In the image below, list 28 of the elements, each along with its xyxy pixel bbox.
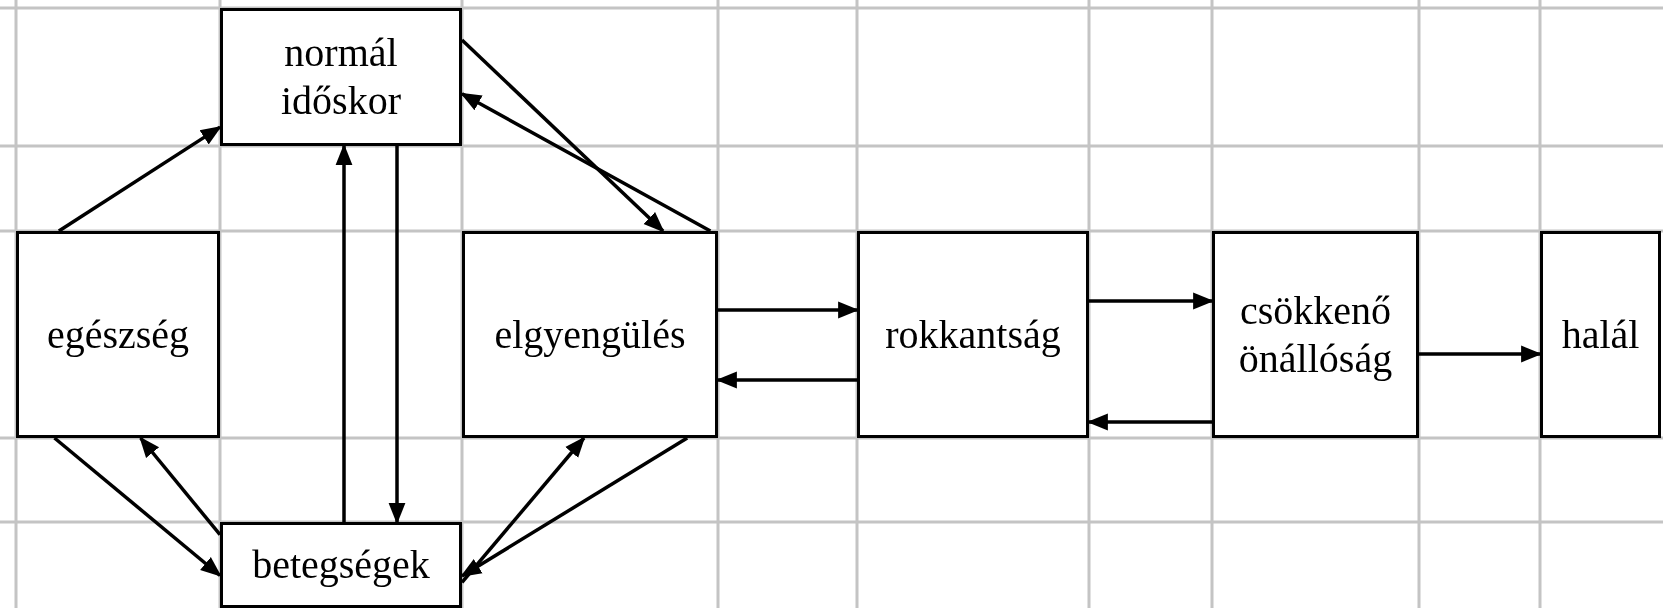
state-label: rokkantság bbox=[885, 310, 1061, 359]
state-label: csökkenő önállóság bbox=[1237, 286, 1394, 383]
state-box bbox=[462, 231, 718, 438]
arrow bbox=[1419, 345, 1543, 363]
arrow bbox=[460, 38, 665, 233]
arrow bbox=[53, 436, 222, 577]
state-label: betegségek bbox=[252, 541, 430, 589]
state-box bbox=[1212, 231, 1419, 438]
arrow bbox=[460, 92, 712, 233]
arrow bbox=[715, 371, 857, 389]
arrow bbox=[460, 436, 689, 578]
state-label: halál bbox=[1561, 310, 1640, 359]
arrow bbox=[1086, 413, 1212, 431]
state-box bbox=[220, 522, 462, 608]
arrow bbox=[388, 146, 406, 525]
arrow bbox=[57, 125, 222, 233]
state-label: egészség bbox=[46, 310, 190, 359]
arrow bbox=[335, 143, 353, 522]
state-box bbox=[857, 231, 1089, 438]
state-box bbox=[1540, 231, 1661, 438]
state-label: elgyengülés bbox=[494, 310, 686, 359]
state-box bbox=[16, 231, 220, 438]
state-label: normál időskor bbox=[280, 29, 402, 125]
arrow bbox=[718, 301, 860, 319]
arrow bbox=[1089, 292, 1215, 310]
arrow bbox=[139, 436, 222, 536]
state-box bbox=[220, 8, 462, 146]
arrow bbox=[460, 436, 586, 584]
